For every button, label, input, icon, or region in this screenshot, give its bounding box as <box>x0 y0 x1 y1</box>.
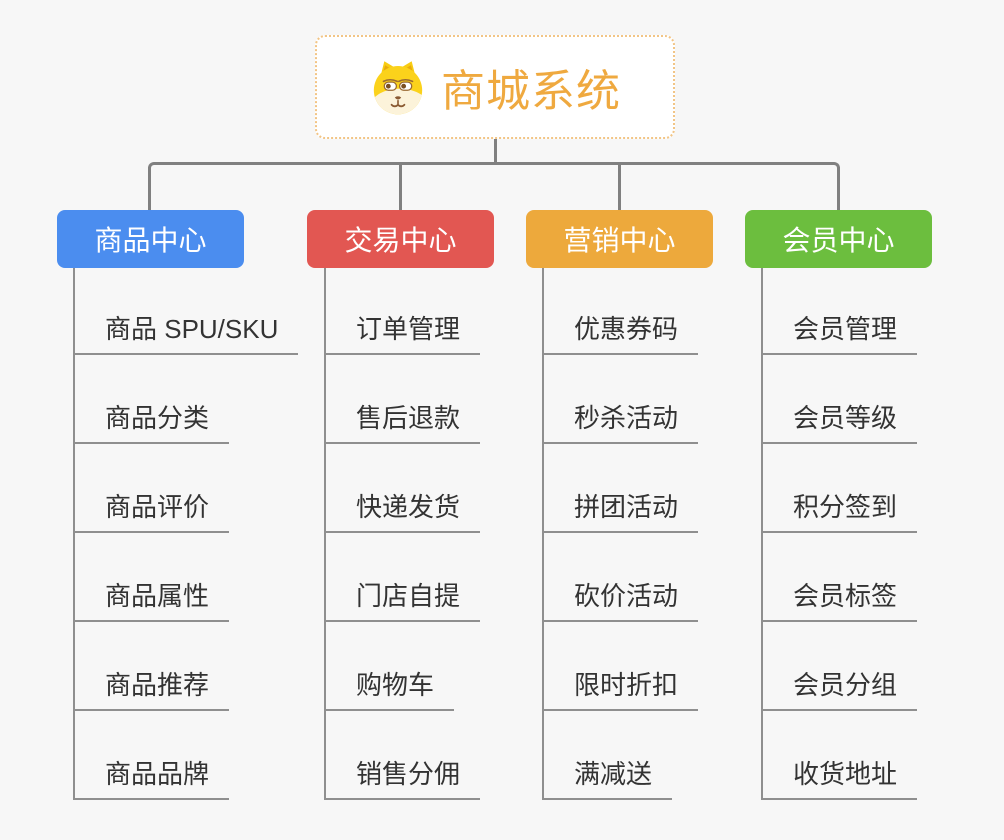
node-order-management[interactable]: 订单管理 <box>324 311 481 355</box>
node-bargain-activity[interactable]: 砍价活动 <box>542 578 699 622</box>
connector-root-stem <box>494 139 497 165</box>
node-member-group[interactable]: 会员分组 <box>761 667 918 711</box>
branch-member-center[interactable]: 会员中心 <box>745 210 932 268</box>
node-full-reduction[interactable]: 满减送 <box>542 756 673 800</box>
children-member-center: 会员管理 会员等级 积分签到 会员标签 会员分组 收货地址 <box>761 268 1004 800</box>
node-shopping-cart[interactable]: 购物车 <box>324 667 455 711</box>
connector-drop-trade <box>399 162 402 210</box>
children-trade-center: 订单管理 售后退款 快递发货 门店自提 购物车 销售分佣 <box>324 268 584 800</box>
node-product-category[interactable]: 商品分类 <box>73 400 230 444</box>
connector-bracket <box>148 162 840 210</box>
branch-label: 营销中心 <box>563 225 676 256</box>
node-product-spu-sku[interactable]: 商品 SPU/SKU <box>73 311 299 355</box>
node-sales-commission[interactable]: 销售分佣 <box>324 756 481 800</box>
node-product-brand[interactable]: 商品品牌 <box>73 756 230 800</box>
node-member-tag[interactable]: 会员标签 <box>761 578 918 622</box>
node-points-checkin[interactable]: 积分签到 <box>761 489 918 533</box>
root-title: 商城系统 <box>441 67 621 116</box>
branch-product-center[interactable]: 商品中心 <box>57 210 244 268</box>
root-node-mall-system[interactable]: 商城系统 <box>315 35 675 139</box>
connector-drop-marketing <box>618 162 621 210</box>
node-member-level[interactable]: 会员等级 <box>761 400 918 444</box>
branch-label: 交易中心 <box>344 225 457 256</box>
node-group-buy[interactable]: 拼团活动 <box>542 489 699 533</box>
node-limited-discount[interactable]: 限时折扣 <box>542 667 699 711</box>
node-shipping-address[interactable]: 收货地址 <box>761 756 918 800</box>
branch-trade-center[interactable]: 交易中心 <box>307 210 494 268</box>
branch-marketing-center[interactable]: 营销中心 <box>526 210 713 268</box>
children-product-center: 商品 SPU/SKU 商品分类 商品评价 商品属性 商品推荐 商品品牌 <box>73 268 333 800</box>
node-product-recommend[interactable]: 商品推荐 <box>73 667 230 711</box>
node-coupon-code[interactable]: 优惠券码 <box>542 311 699 355</box>
children-marketing-center: 优惠券码 秒杀活动 拼团活动 砍价活动 限时折扣 满减送 <box>542 268 802 800</box>
branch-label: 商品中心 <box>94 225 207 256</box>
node-product-review[interactable]: 商品评价 <box>73 489 230 533</box>
node-flash-sale[interactable]: 秒杀活动 <box>542 400 699 444</box>
node-express-delivery[interactable]: 快递发货 <box>324 489 481 533</box>
node-store-pickup[interactable]: 门店自提 <box>324 578 481 622</box>
node-product-attribute[interactable]: 商品属性 <box>73 578 230 622</box>
dog-face-icon <box>373 61 423 115</box>
node-after-sale-refund[interactable]: 售后退款 <box>324 400 481 444</box>
branch-label: 会员中心 <box>782 225 895 256</box>
node-member-management[interactable]: 会员管理 <box>761 311 918 355</box>
